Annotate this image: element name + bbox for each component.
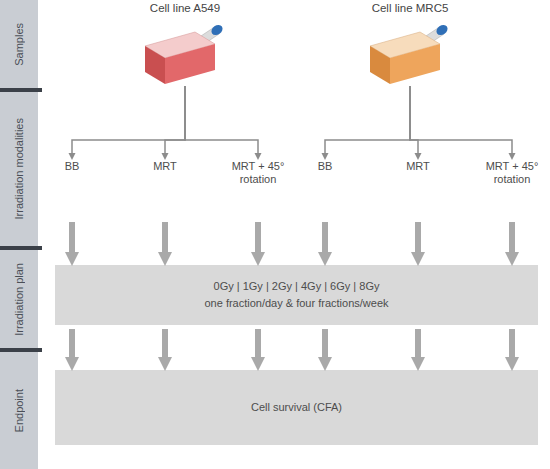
modality-label: BB bbox=[37, 160, 107, 173]
box-text: one fraction/day & four fractions/week bbox=[204, 295, 388, 312]
cell-line-flask: Cell line A549 bbox=[120, 2, 250, 86]
flask-side bbox=[165, 44, 215, 84]
flask-front bbox=[145, 46, 165, 84]
modality-name: BB bbox=[290, 160, 360, 173]
modality-label: MRT + 45° rotation bbox=[223, 160, 293, 186]
branch-line bbox=[410, 86, 418, 153]
flow-arrow bbox=[69, 222, 75, 252]
branch-line bbox=[410, 86, 512, 153]
modality-label: MRT bbox=[130, 160, 200, 173]
process-box: 0Gy | 1Gy | 2Gy | 4Gy | 6Gy | 8Gyone fra… bbox=[55, 265, 538, 325]
box-text: 0Gy | 1Gy | 2Gy | 4Gy | 6Gy | 8Gy bbox=[214, 278, 380, 295]
flow-arrow bbox=[255, 329, 261, 357]
section-title: Irradiation modalities bbox=[13, 118, 25, 220]
section-band: Endpoint bbox=[0, 352, 38, 469]
flow-arrow bbox=[415, 329, 421, 357]
section-title: Irradiation plan bbox=[13, 263, 25, 336]
cell-line-name: Cell line A549 bbox=[120, 2, 250, 14]
flow-arrow bbox=[255, 222, 261, 252]
flask-illustration bbox=[145, 23, 224, 84]
modality-name: BB bbox=[37, 160, 107, 173]
section-title: Endpoint bbox=[13, 389, 25, 432]
flow-arrow bbox=[162, 222, 168, 252]
flask-front bbox=[370, 46, 390, 84]
flow-arrow bbox=[69, 329, 75, 357]
section-band: Samples bbox=[0, 0, 38, 88]
section-band: Irradiation modalities bbox=[0, 92, 38, 246]
flow-arrow bbox=[509, 329, 515, 357]
flask-cap bbox=[210, 23, 225, 37]
modality-name: MRT bbox=[383, 160, 453, 173]
branch-line bbox=[325, 86, 410, 153]
modality-label: MRT + 45° rotation bbox=[477, 160, 547, 186]
branch-line bbox=[72, 86, 185, 153]
section-band: Irradiation plan bbox=[0, 250, 38, 348]
box-text: Cell survival (CFA) bbox=[251, 399, 342, 416]
cell-line-flask: Cell line MRC5 bbox=[345, 2, 475, 86]
modality-label: MRT bbox=[383, 160, 453, 173]
flask-side bbox=[390, 44, 440, 84]
section-title: Samples bbox=[13, 23, 25, 66]
flow-arrow bbox=[322, 329, 328, 357]
process-box: Cell survival (CFA) bbox=[55, 370, 538, 445]
flow-arrow bbox=[509, 222, 515, 252]
flask-cap bbox=[435, 23, 450, 37]
flask-illustration bbox=[370, 23, 449, 84]
branch-line bbox=[165, 86, 185, 153]
flow-arrow bbox=[162, 329, 168, 357]
modality-name: MRT bbox=[130, 160, 200, 173]
modality-name: MRT + 45° rotation bbox=[477, 160, 547, 186]
flow-arrow bbox=[415, 222, 421, 252]
flow-arrow bbox=[322, 222, 328, 252]
cell-line-name: Cell line MRC5 bbox=[345, 2, 475, 14]
modality-name: MRT + 45° rotation bbox=[223, 160, 293, 186]
branch-line bbox=[185, 86, 258, 153]
modality-label: BB bbox=[290, 160, 360, 173]
